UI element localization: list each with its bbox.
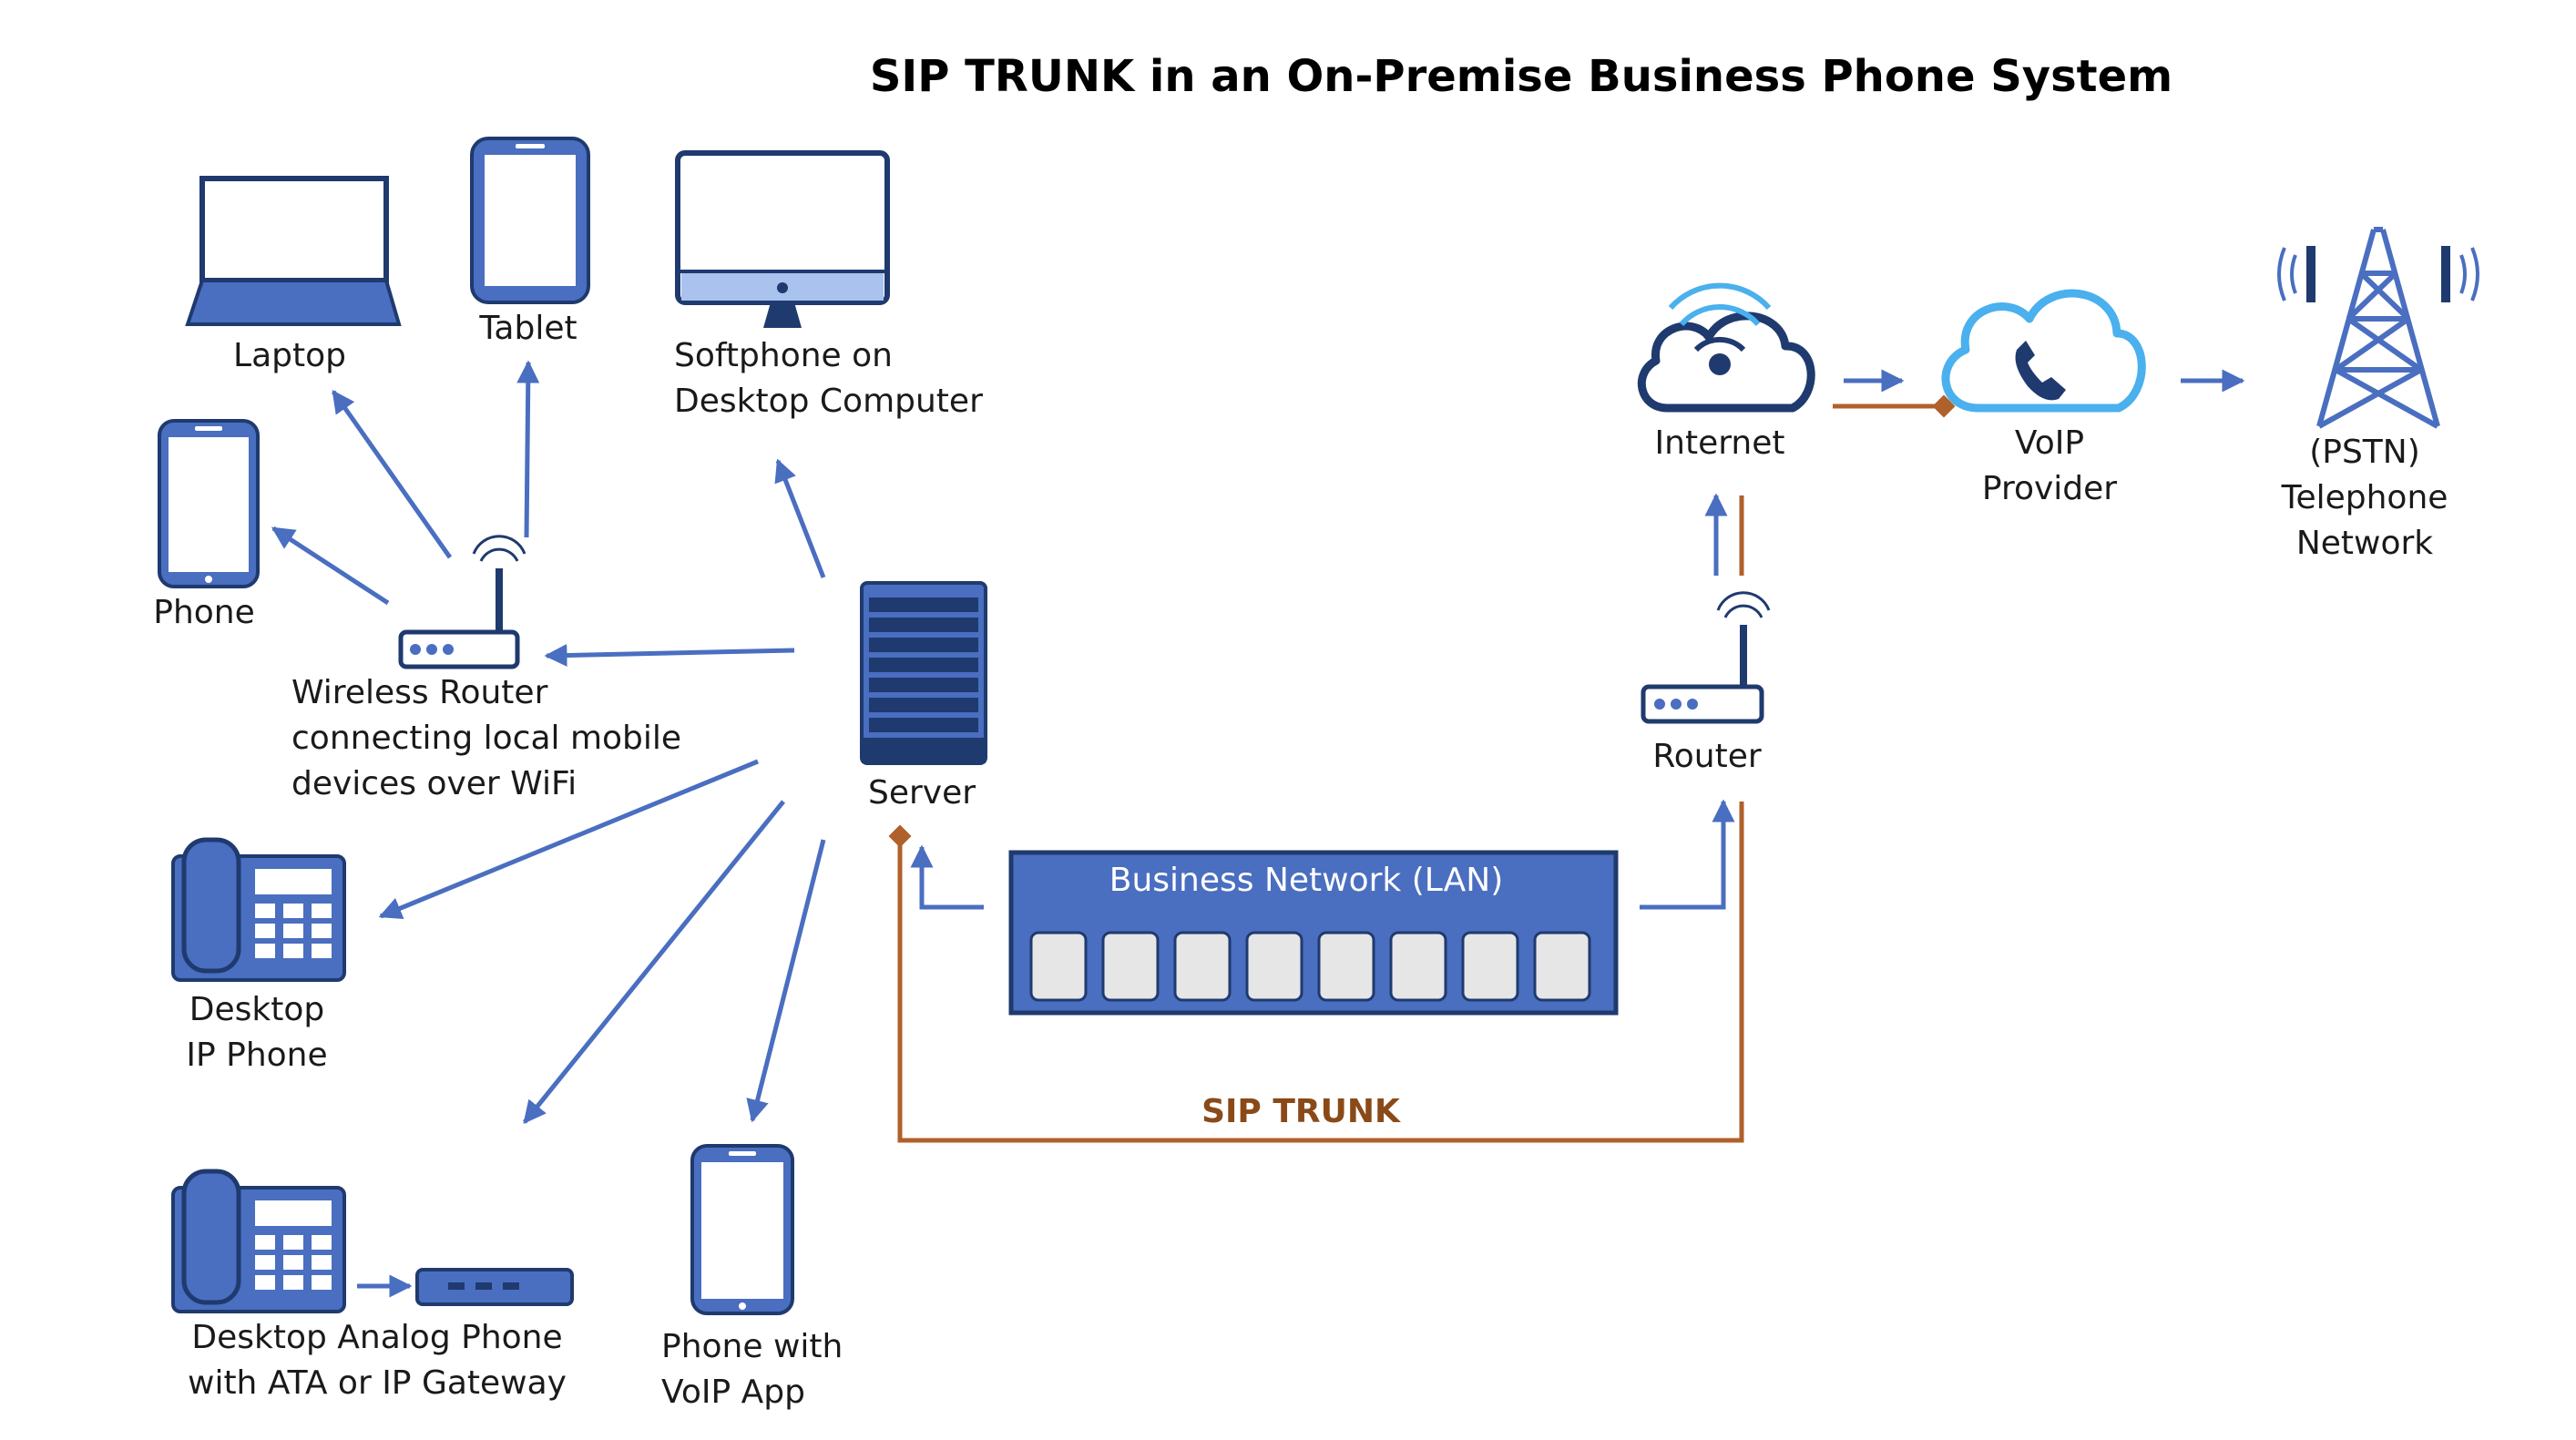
softphone-label-line1: Softphone on bbox=[674, 337, 893, 374]
lan-label: Business Network (LAN) bbox=[1109, 862, 1504, 899]
softphone-label: Softphone on Desktop Computer bbox=[674, 333, 983, 424]
voip-provider-label-line2: Provider bbox=[1981, 470, 2118, 507]
analog-phone-label: Desktop Analog Phone with ATA or IP Gate… bbox=[188, 1315, 567, 1406]
server-label: Server bbox=[867, 774, 976, 812]
smartphone-icon bbox=[690, 1144, 794, 1315]
diagram-title: SIP TRUNK in an On-Premise Business Phon… bbox=[869, 51, 2173, 102]
wireless-router-label-line3: devices over WiFi bbox=[291, 765, 578, 802]
monitor-icon bbox=[675, 150, 890, 328]
sip-trunk-path bbox=[888, 394, 1956, 1143]
softphone-label-line2: Desktop Computer bbox=[674, 383, 983, 420]
network-switch-icon bbox=[1008, 850, 1619, 1016]
analog-phone-label-line1: Desktop Analog Phone bbox=[191, 1319, 563, 1356]
voip-provider-label-line1: VoIP bbox=[2014, 424, 2085, 462]
pstn-label: (PSTN) Telephone Network bbox=[2282, 430, 2448, 567]
router-label: Router bbox=[1652, 738, 1762, 775]
pstn-label-line1: (PSTN) bbox=[2309, 434, 2420, 471]
desktop-ip-phone-label-line1: Desktop bbox=[189, 991, 325, 1028]
wireless-router-label: Wireless Router connecting local mobile … bbox=[291, 670, 681, 807]
analog-phone-label-line2: with ATA or IP Gateway bbox=[188, 1364, 567, 1402]
voip-cloud-icon bbox=[1941, 289, 2146, 413]
tablet-icon bbox=[470, 137, 590, 304]
wireless-router-label-line2: connecting local mobile bbox=[291, 720, 682, 757]
wireless-router-label-line1: Wireless Router bbox=[291, 674, 548, 711]
desk-phone-icon bbox=[171, 1169, 346, 1313]
wifi-router-icon bbox=[398, 535, 526, 669]
desk-phone-icon bbox=[171, 837, 346, 982]
desktop-ip-phone-label: Desktop IP Phone bbox=[186, 987, 327, 1078]
laptop-icon bbox=[185, 176, 402, 326]
internet-label: Internet bbox=[1654, 424, 1785, 462]
sip-trunk-label: SIP TRUNK bbox=[1201, 1093, 1400, 1130]
cell-tower-icon bbox=[2277, 227, 2479, 429]
laptop-label: Laptop bbox=[233, 337, 346, 374]
desktop-ip-phone-label-line2: IP Phone bbox=[186, 1037, 328, 1074]
server-rack-icon bbox=[860, 581, 987, 765]
connection-arrows bbox=[271, 360, 2245, 1298]
voip-app-phone-label-line1: Phone with bbox=[661, 1328, 843, 1365]
phone-label: Phone bbox=[153, 594, 255, 631]
tablet-label: Tablet bbox=[479, 310, 578, 347]
voip-app-phone-label: Phone with VoIP App bbox=[661, 1324, 843, 1415]
pstn-label-line2: Telephone bbox=[2281, 479, 2448, 516]
wifi-router-icon bbox=[1641, 591, 1771, 724]
ata-box-icon bbox=[415, 1268, 574, 1306]
voip-app-phone-label-line2: VoIP App bbox=[661, 1374, 805, 1411]
internet-cloud-icon bbox=[1637, 282, 1815, 413]
smartphone-icon bbox=[158, 419, 260, 588]
voip-provider-label: VoIP Provider bbox=[1982, 421, 2117, 512]
pstn-label-line3: Network bbox=[2295, 525, 2434, 562]
